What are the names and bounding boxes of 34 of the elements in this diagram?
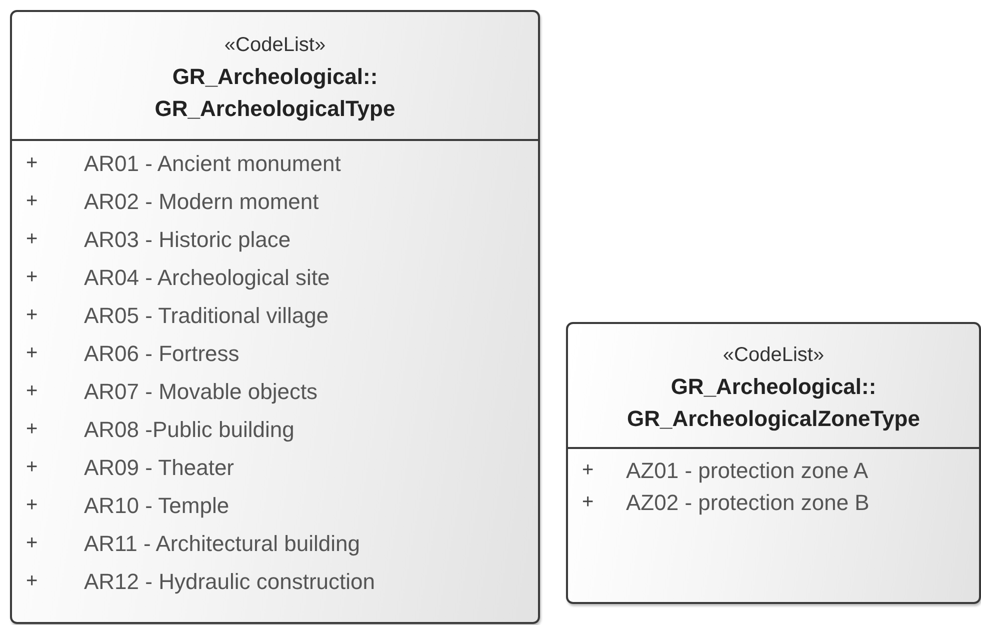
- code-list-value: AR10 - Temple: [84, 492, 230, 519]
- code-list-value: AR07 - Movable objects: [84, 378, 318, 405]
- code-list-value: AR11 - Architectural building: [84, 530, 360, 557]
- visibility-marker: +: [26, 532, 39, 556]
- visibility-marker: +: [26, 456, 39, 480]
- visibility-marker: +: [26, 190, 39, 214]
- code-list-value: AR03 - Historic place: [84, 226, 291, 253]
- visibility-marker: +: [26, 342, 39, 366]
- code-list-value: AR09 - Theater: [84, 454, 234, 481]
- visibility-marker: +: [582, 459, 595, 482]
- class-name: GR_Archeological:: GR_ArcheologicalType: [154, 63, 396, 123]
- visibility-marker: +: [582, 491, 595, 514]
- visibility-marker: +: [26, 570, 39, 594]
- code-list-value: AR05 - Traditional village: [84, 302, 329, 329]
- code-list-value: AR12 - Hydraulic construction: [84, 568, 376, 595]
- class-name: GR_Archeological:: GR_ArcheologicalZoneType: [626, 373, 921, 433]
- visibility-marker: +: [26, 494, 39, 518]
- code-list-value: AR06 - Fortress: [84, 340, 240, 367]
- visibility-marker: +: [26, 380, 39, 404]
- code-list-value: AZ01 - protection zone A: [626, 458, 868, 484]
- code-list-value: AZ02 - protection zone B: [626, 490, 870, 516]
- code-list-value: AR02 - Modern moment: [84, 188, 319, 215]
- visibility-marker: +: [26, 304, 39, 328]
- code-list-value: AR01 - Ancient monument: [84, 150, 341, 177]
- stereotype-label: «CodeList»: [722, 344, 824, 367]
- visibility-marker: +: [26, 266, 39, 290]
- visibility-marker: +: [26, 418, 39, 442]
- class-box: [10, 10, 540, 624]
- code-list-value: AR04 - Archeological site: [84, 264, 330, 291]
- visibility-marker: +: [26, 152, 39, 176]
- class-box: [566, 322, 981, 604]
- stereotype-label: «CodeList»: [224, 34, 326, 57]
- code-list-value: AR08 -Public building: [84, 416, 294, 443]
- visibility-marker: +: [26, 228, 39, 252]
